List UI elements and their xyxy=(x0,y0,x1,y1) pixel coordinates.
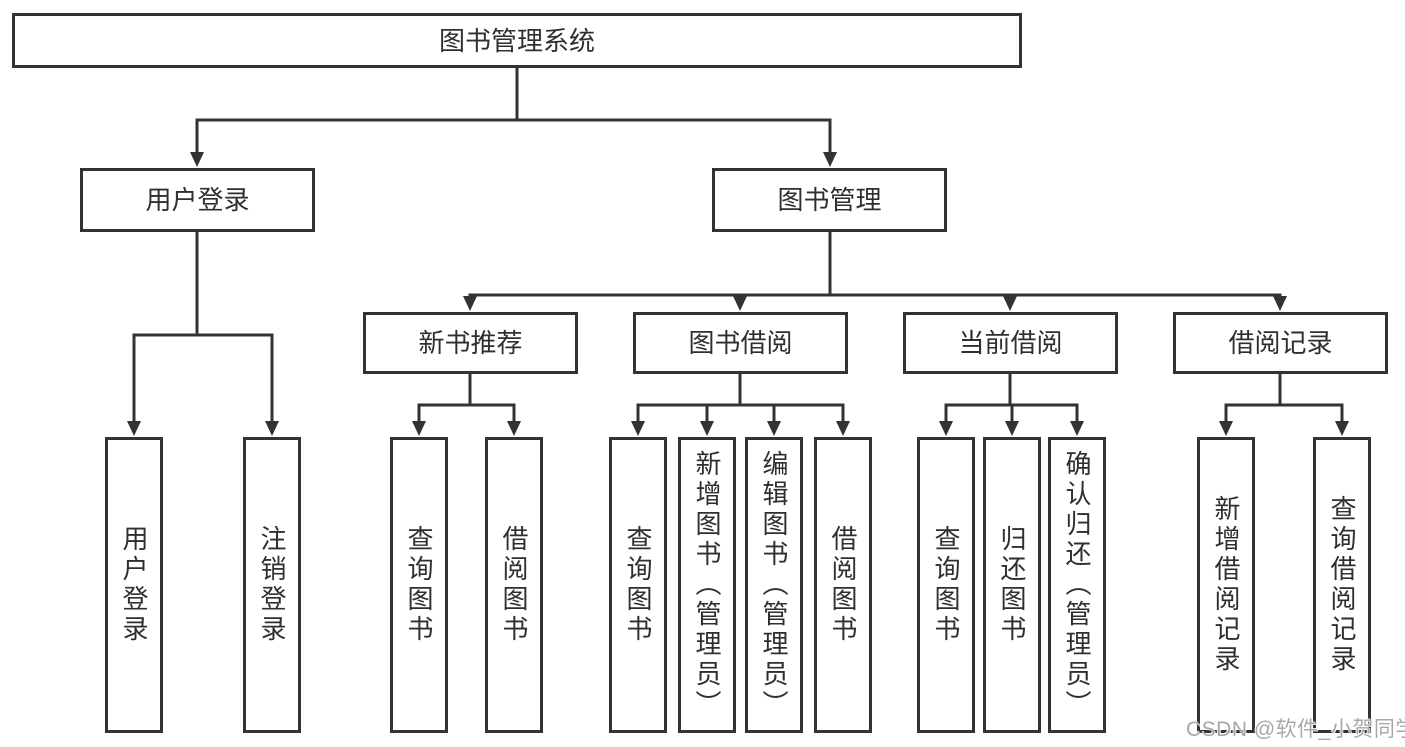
node-label: 归还图书 xyxy=(997,525,1027,645)
node-label: 新增借阅记录 xyxy=(1211,495,1241,675)
node-label: 图书借阅 xyxy=(688,328,793,358)
node-library-management-system: 图书管理系统 xyxy=(12,13,1022,68)
leaf-query-books-recommend: 查询图书 xyxy=(390,437,448,733)
node-label: 借阅图书 xyxy=(828,525,858,645)
node-new-book-recommend: 新书推荐 xyxy=(363,312,578,374)
leaf-query-borrow-record: 查询借阅记录 xyxy=(1313,437,1371,733)
csdn-watermark: CSDN @软件_小贺同学 xyxy=(1186,718,1405,741)
leaf-edit-book-admin: 编辑图书（管理员） xyxy=(745,437,803,733)
node-label: 查询图书 xyxy=(623,525,653,645)
leaf-logout: 注销登录 xyxy=(243,437,301,733)
leaf-query-books-current: 查询图书 xyxy=(917,437,975,733)
leaf-user-login: 用户登录 xyxy=(105,437,163,733)
node-label: 确认归还（管理员） xyxy=(1062,450,1092,720)
node-book-management: 图书管理 xyxy=(712,168,947,232)
node-user-login: 用户登录 xyxy=(80,168,315,232)
node-label: 注销登录 xyxy=(257,525,287,645)
node-label: 用户登录 xyxy=(145,185,250,215)
node-label: 查询借阅记录 xyxy=(1327,495,1357,675)
node-label: 用户登录 xyxy=(119,525,149,645)
leaf-return-book: 归还图书 xyxy=(983,437,1041,733)
leaf-add-borrow-record: 新增借阅记录 xyxy=(1197,437,1255,733)
node-label: 图书管理 xyxy=(777,185,882,215)
arrowheads xyxy=(127,152,1349,436)
leaf-query-books-borrow: 查询图书 xyxy=(609,437,667,733)
node-borrow-records: 借阅记录 xyxy=(1173,312,1388,374)
node-current-borrow: 当前借阅 xyxy=(903,312,1118,374)
node-book-borrow: 图书借阅 xyxy=(633,312,848,374)
node-label: 编辑图书（管理员） xyxy=(759,450,789,720)
leaf-borrow-books: 借阅图书 xyxy=(814,437,872,733)
leaf-add-book-admin: 新增图书（管理员） xyxy=(678,437,736,733)
node-label: 查询图书 xyxy=(931,525,961,645)
node-label: 图书管理系统 xyxy=(438,25,595,56)
leaf-confirm-return-admin: 确认归还（管理员） xyxy=(1048,437,1106,733)
node-label: 借阅记录 xyxy=(1228,328,1333,358)
leaf-borrow-books-recommend: 借阅图书 xyxy=(485,437,543,733)
node-label: 当前借阅 xyxy=(958,328,1063,358)
node-label: 借阅图书 xyxy=(499,525,529,645)
node-label: 新书推荐 xyxy=(418,328,523,358)
node-label: 新增图书（管理员） xyxy=(692,450,722,720)
node-label: 查询图书 xyxy=(404,525,434,645)
